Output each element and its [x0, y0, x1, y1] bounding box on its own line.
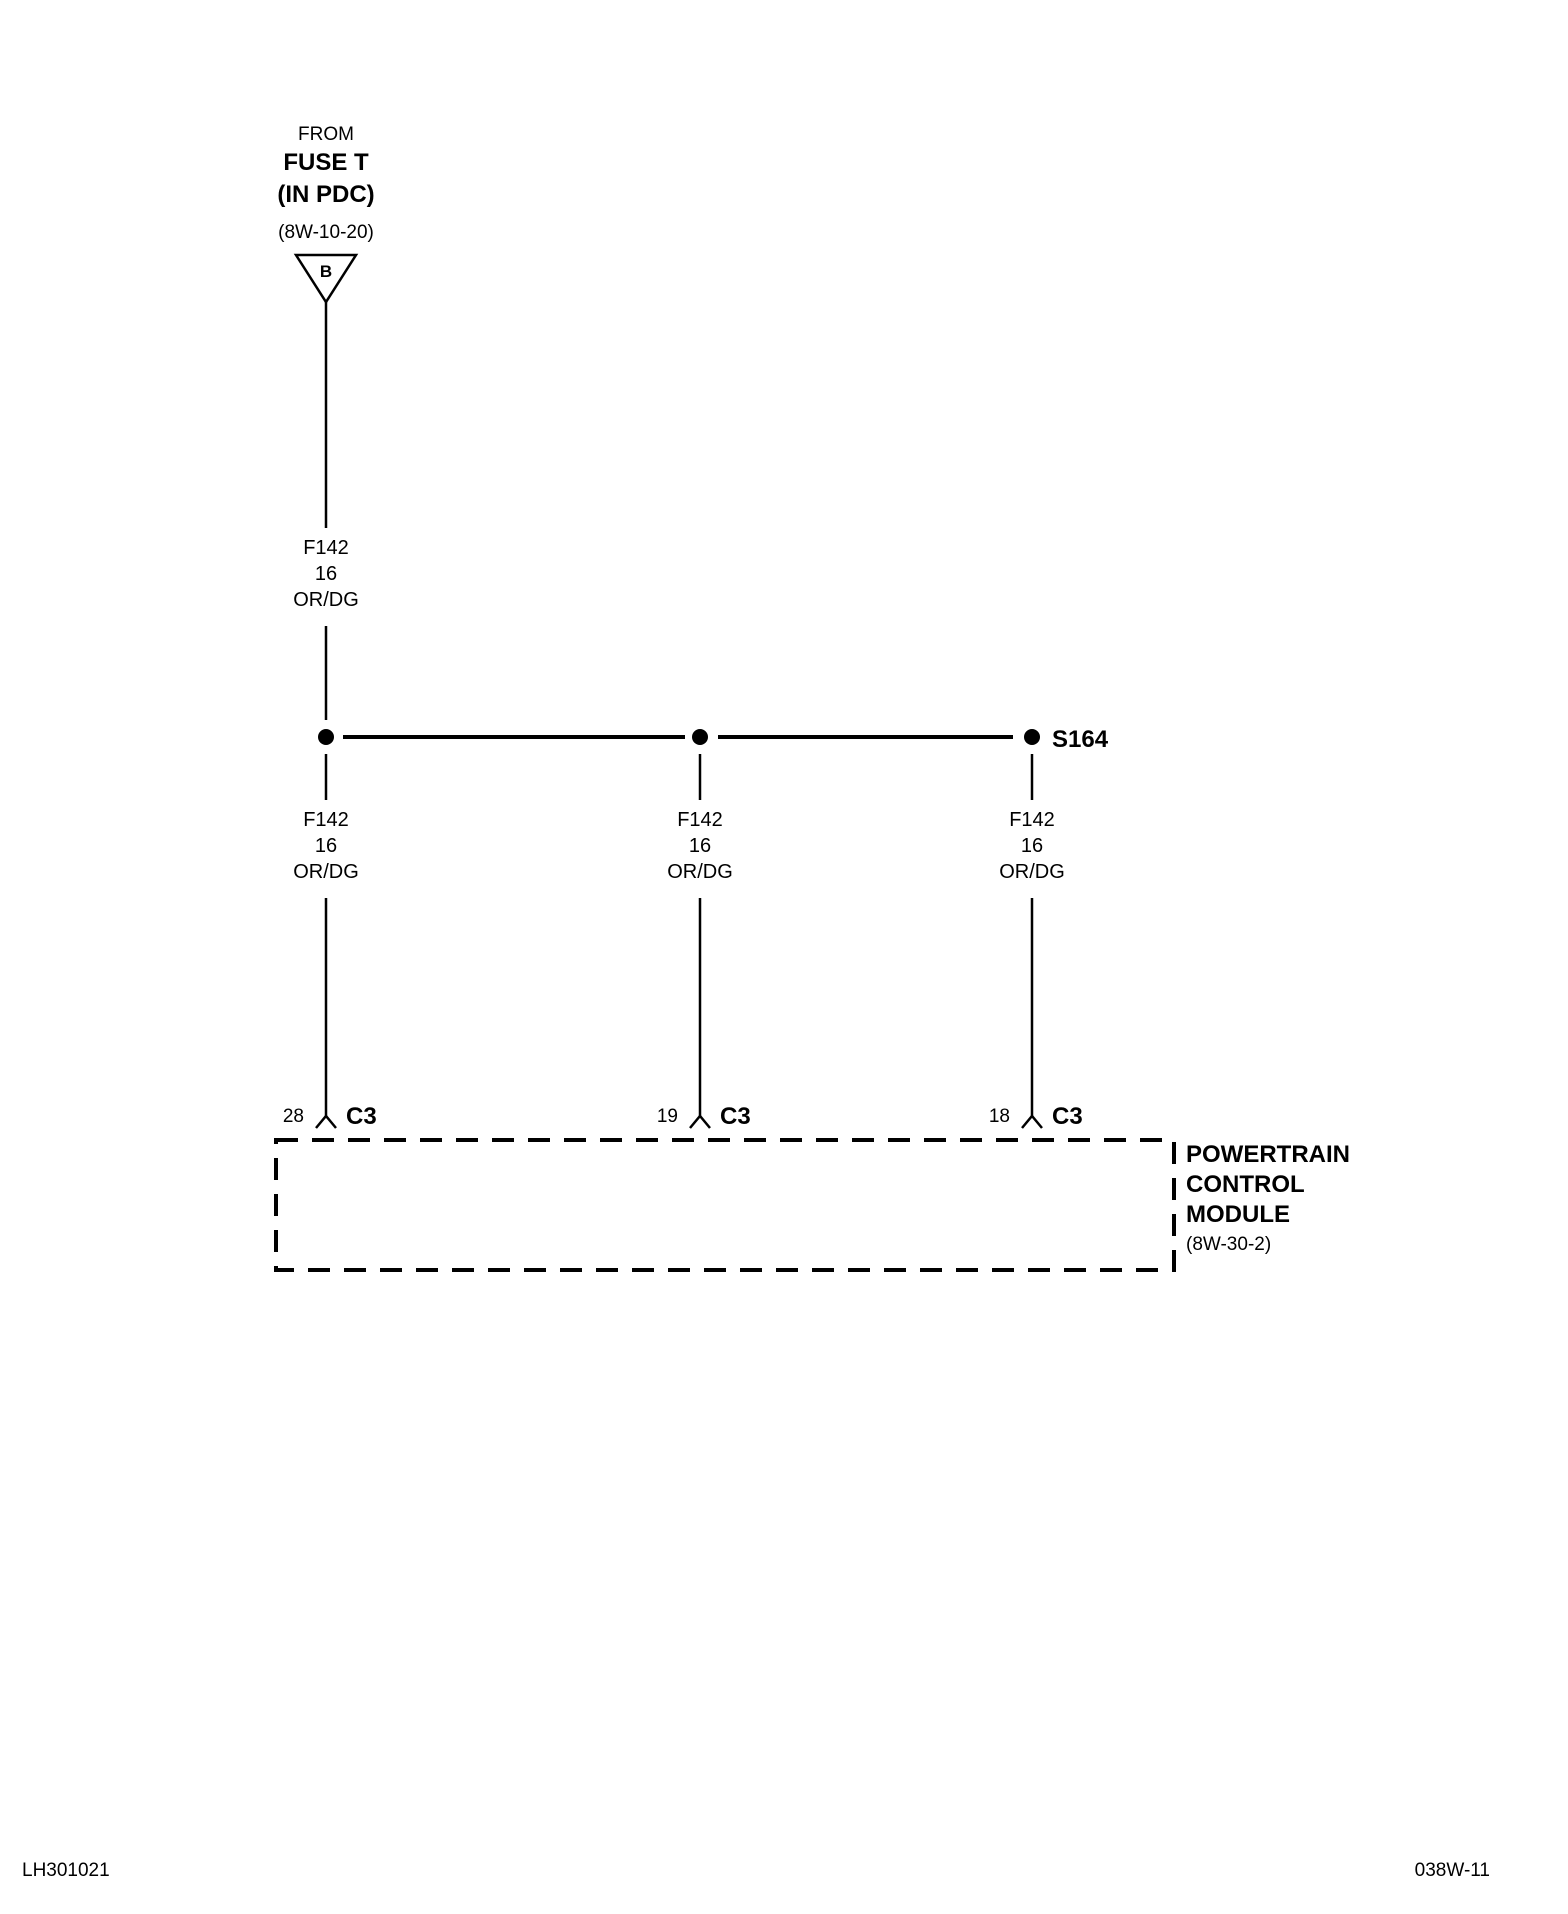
connector-pin-icon [689, 1114, 711, 1129]
feed-wire-gauge: 16 [315, 563, 337, 585]
connector-pin-icon [315, 1114, 337, 1129]
module-name-line1: POWERTRAIN [1186, 1141, 1350, 1168]
branch-color: OR/DG [293, 861, 359, 883]
splice-dot [1024, 729, 1040, 745]
footer-left-code: LH301021 [22, 1860, 110, 1881]
fuse-ref-label: (8W-10-20) [278, 222, 374, 243]
branch-gauge: 16 [1021, 835, 1043, 857]
pin-number: 19 [657, 1106, 678, 1127]
feed-wire-color: OR/DG [293, 589, 359, 611]
from-label: FROM [298, 124, 354, 145]
module-name-line2: CONTROL [1186, 1171, 1305, 1198]
branch-1: F142 16 OR/DG 28 C3 [283, 754, 377, 1130]
connector-pin-icon [1021, 1114, 1043, 1129]
module-ref: (8W-30-2) [1186, 1234, 1271, 1255]
branch-gauge: 16 [689, 835, 711, 857]
splice-dot [692, 729, 708, 745]
connector-label: C3 [1052, 1103, 1083, 1130]
footer-right-code: 038W-11 [1415, 1860, 1490, 1881]
fuse-location-label: (IN PDC) [277, 181, 374, 208]
splice-label: S164 [1052, 726, 1109, 753]
pin-number: 28 [283, 1106, 304, 1127]
branch-circuit: F142 [1009, 809, 1055, 831]
fuse-label: FUSE T [283, 149, 369, 176]
branch-gauge: 16 [315, 835, 337, 857]
branch-2: F142 16 OR/DG 19 C3 [657, 754, 751, 1130]
connector-triangle-icon [293, 253, 359, 305]
connector-label: C3 [346, 1103, 377, 1130]
pin-number: 18 [989, 1106, 1010, 1127]
connector-label: C3 [720, 1103, 751, 1130]
module-name-line3: MODULE [1186, 1201, 1290, 1228]
connector-letter: B [320, 262, 332, 281]
branch-circuit: F142 [677, 809, 723, 831]
branch-color: OR/DG [999, 861, 1065, 883]
feed-wire-circuit: F142 [303, 537, 349, 559]
branch-circuit: F142 [303, 809, 349, 831]
splice-dot [318, 729, 334, 745]
branch-color: OR/DG [667, 861, 733, 883]
module-box [274, 1138, 1176, 1272]
branch-3: F142 16 OR/DG 18 C3 [989, 754, 1083, 1130]
